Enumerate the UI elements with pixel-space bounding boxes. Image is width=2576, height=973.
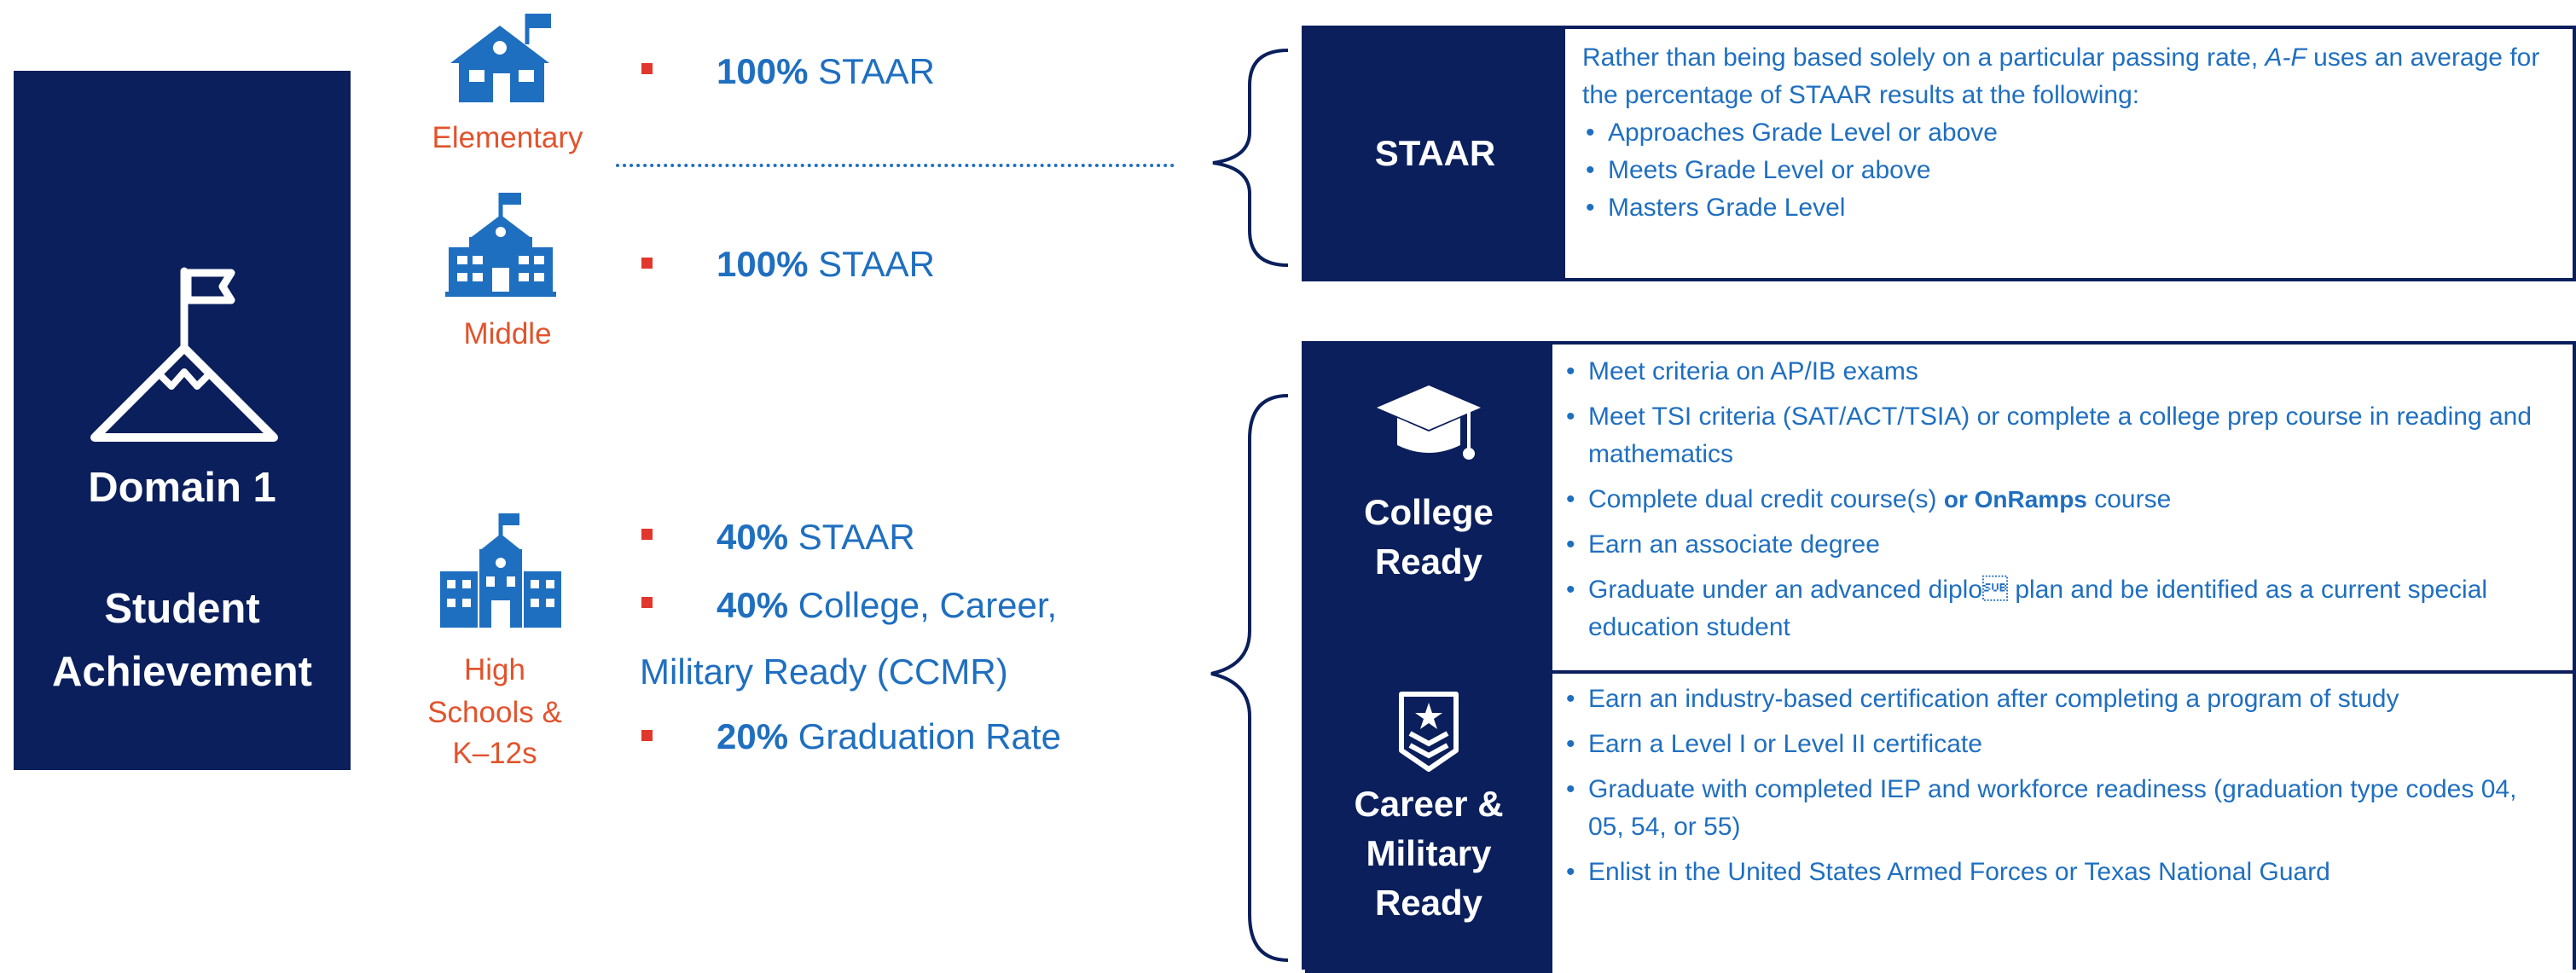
high-grad-text: Graduation Rate <box>798 716 1061 756</box>
bullet-marker <box>641 258 653 269</box>
high-grad-pct: 20% <box>717 716 789 756</box>
divider-dotted-line <box>616 164 1175 167</box>
elementary-staar-line: 100% STAAR <box>717 49 935 94</box>
high-staar-text: STAAR <box>798 517 915 557</box>
elementary-staar-pct: 100% <box>717 51 809 91</box>
middle-school-icon <box>445 193 556 297</box>
career-military-list: Earn an industry-based certification aft… <box>1563 681 2552 899</box>
middle-staar-text: STAAR <box>818 244 936 284</box>
mountain-flag-icon <box>90 267 278 442</box>
high-label-line2: Schools & <box>427 696 562 729</box>
bullet-marker <box>641 730 653 741</box>
bullet-marker <box>641 529 653 540</box>
ccmr-brace <box>1210 394 1289 962</box>
high-ccmr-pct: 40% <box>717 585 789 625</box>
career-military-heading-block: Career & Military Ready <box>1305 674 1552 973</box>
staar-panel: STAAR Rather than being based solely on … <box>1302 26 2576 281</box>
middle-staar-pct: 100% <box>717 244 809 284</box>
high-school-icon <box>440 513 561 628</box>
career-military-panel: Career & Military Ready Earn an industry… <box>1302 670 2576 973</box>
list-item: Earn an industry-based certification aft… <box>1563 681 2552 718</box>
list-item: Approaches Grade Level or above <box>1582 114 2546 152</box>
high-staar-pct: 40% <box>717 517 789 557</box>
military-badge-icon <box>1399 692 1459 772</box>
graduation-cap-icon <box>1377 385 1481 460</box>
elementary-school-icon <box>450 14 551 102</box>
college-ready-heading-line2: Ready <box>1374 542 1483 582</box>
bullet-marker <box>641 63 653 74</box>
college-ready-panel: College Ready Meet criteria on AP/IB exa… <box>1302 341 2576 674</box>
list-item: Meet criteria on AP/IB exams <box>1563 353 2552 391</box>
list-item: Complete dual credit course(s) or OnRamp… <box>1563 481 2552 518</box>
career-heading-line2: Military <box>1366 833 1492 873</box>
staar-panel-intro: Rather than being based solely on a part… <box>1582 43 2540 109</box>
list-item: Meets Grade Level or above <box>1582 152 2546 189</box>
list-item: Graduate under an advanced diplo plan a… <box>1563 571 2552 646</box>
staar-panel-body: Rather than being based solely on a part… <box>1582 39 2546 227</box>
elementary-staar-text: STAAR <box>818 51 936 91</box>
staar-panel-af: A-F <box>2265 43 2306 72</box>
list-item: Enlist in the United States Armed Forces… <box>1563 854 2552 891</box>
list-item: Meet TSI criteria (SAT/ACT/TSIA) or comp… <box>1563 398 2552 473</box>
high-label-line3: K–12s <box>452 737 537 770</box>
high-ccmr-text: College, Career, <box>798 585 1058 625</box>
list-item: Masters Grade Level <box>1582 189 2546 227</box>
high-ccmr-line-cont: Military Ready (CCMR) <box>640 652 1008 692</box>
list-item: Earn a Level I or Level II certificate <box>1563 726 2552 763</box>
college-ready-heading-line1: College <box>1364 492 1494 532</box>
high-staar-line: 40% STAAR <box>717 515 915 559</box>
high-ccmr-line: 40% College, Career, <box>717 583 1057 628</box>
elementary-label: Elementary <box>432 121 583 154</box>
middle-label: Middle <box>463 317 552 350</box>
onramps-text: or OnRamps <box>1943 486 2087 513</box>
staar-brace <box>1212 49 1289 267</box>
high-grad-line: 20% Graduation Rate <box>717 715 1061 759</box>
domain-subtitle-line2: Achievement <box>51 649 312 695</box>
staar-panel-heading: STAAR <box>1305 29 1565 278</box>
bullet-marker <box>641 597 653 608</box>
high-label-line1: High <box>464 653 525 686</box>
career-heading-line3: Ready <box>1374 883 1483 923</box>
college-ready-list: Meet criteria on AP/IB exams Meet TSI cr… <box>1563 353 2552 654</box>
domain-subtitle-line1: Student <box>104 586 260 632</box>
middle-staar-line: 100% STAAR <box>717 242 935 287</box>
list-item: Earn an associate degree <box>1563 526 2552 564</box>
domain-card: Domain 1 Student Achievement <box>14 71 351 770</box>
college-ready-heading-block: College Ready <box>1305 345 1552 670</box>
domain-title: Domain 1 <box>88 465 276 511</box>
career-heading-line1: Career & <box>1354 784 1504 824</box>
list-item: Graduate with completed IEP and workforc… <box>1563 771 2552 846</box>
